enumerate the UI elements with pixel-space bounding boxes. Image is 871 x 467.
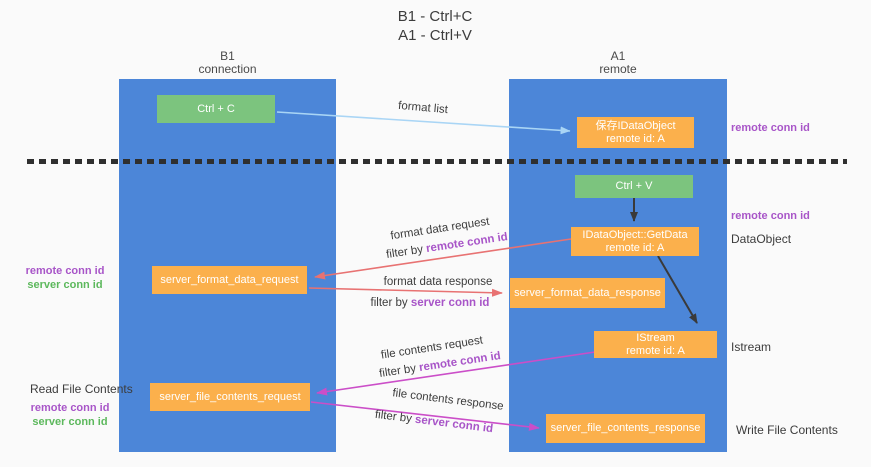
istream-side-label: Istream bbox=[731, 340, 772, 354]
lane-b1-subtitle: connection bbox=[198, 62, 257, 76]
remote-conn-id-side-label-top: remote conn id bbox=[731, 122, 810, 134]
write-file-contents-label: Write File Contents bbox=[736, 423, 838, 437]
lane-header-a1: A1 remote bbox=[509, 50, 727, 76]
save-idataobject-line1: 保存IDataObject bbox=[595, 119, 676, 132]
ctrl-c-box: Ctrl + C bbox=[157, 95, 275, 123]
filter-by-server-conn-id-label-1: filter by server conn id bbox=[371, 297, 490, 309]
server-conn-id-side-label-left: server conn id bbox=[27, 279, 103, 291]
server-file-contents-response-box: server_file_contents_response bbox=[546, 414, 705, 443]
server-conn-id-side-label-left2: server conn id bbox=[32, 416, 108, 428]
filter-by-text: filter by bbox=[378, 362, 417, 381]
server-format-data-response-label: server_format_data_response bbox=[514, 286, 661, 299]
filter-by-text: filter by bbox=[374, 408, 413, 426]
ctrl-c-label: Ctrl + C bbox=[197, 102, 235, 115]
file-contents-response-label: file contents response bbox=[391, 387, 505, 413]
istream-line2: remote id: A bbox=[626, 344, 685, 357]
diagram-title-line1: B1 - Ctrl+C bbox=[397, 8, 473, 25]
save-idataobject-box: 保存IDataObject remote id: A bbox=[577, 117, 694, 148]
read-file-contents-label: Read File Contents bbox=[30, 382, 133, 396]
left-conn-id-stack-top: remote conn id server conn id bbox=[14, 264, 116, 292]
dataobject-side-label: DataObject bbox=[731, 232, 792, 246]
ctrl-v-box: Ctrl + V bbox=[575, 175, 693, 198]
diagram-title-line2: A1 - Ctrl+V bbox=[398, 27, 472, 44]
idataobject-getdata-box: IDataObject::GetData remote id: A bbox=[571, 227, 699, 256]
filter-by-text: filter by bbox=[385, 243, 424, 262]
filter-by-text: filter by bbox=[370, 297, 408, 309]
format-data-response-arrow bbox=[308, 287, 503, 297]
idataobject-getdata-line2: remote id: A bbox=[605, 241, 665, 254]
diagram-title: B1 - Ctrl+C A1 - Ctrl+V bbox=[300, 7, 570, 45]
server-file-contents-request-box: server_file_contents_request bbox=[150, 383, 310, 411]
lane-a1-name: A1 bbox=[610, 49, 626, 63]
format-data-response-label: format data response bbox=[383, 276, 493, 288]
server-file-contents-request-label: server_file_contents_request bbox=[159, 390, 301, 403]
istream-line1: IStream bbox=[636, 331, 675, 344]
session-divider-dashed-line bbox=[27, 159, 847, 164]
filter-by-server-conn-id-label-2: filter by server conn id bbox=[374, 409, 493, 435]
server-file-contents-response-label: server_file_contents_response bbox=[550, 422, 701, 434]
server-format-data-request-box: server_format_data_request bbox=[152, 266, 307, 294]
lane-a1-subtitle: remote bbox=[599, 62, 637, 76]
ctrl-v-label: Ctrl + V bbox=[615, 180, 653, 192]
server-format-data-request-label: server_format_data_request bbox=[160, 273, 299, 286]
lane-b1-name: B1 bbox=[220, 49, 235, 63]
istream-box: IStream remote id: A bbox=[594, 331, 717, 358]
server-conn-id-text: server conn id bbox=[410, 297, 490, 309]
remote-conn-id-side-label-mid: remote conn id bbox=[731, 210, 810, 222]
server-conn-id-text: server conn id bbox=[414, 413, 494, 436]
lane-header-b1: B1 connection bbox=[119, 50, 336, 76]
idataobject-getdata-line1: IDataObject::GetData bbox=[582, 228, 688, 241]
format-list-label: format list bbox=[397, 99, 449, 117]
remote-conn-id-side-label-left2: remote conn id bbox=[30, 402, 110, 414]
save-idataobject-line2: remote id: A bbox=[606, 132, 665, 145]
left-conn-id-stack-bottom: remote conn id server conn id bbox=[19, 401, 121, 429]
remote-conn-id-side-label-left: remote conn id bbox=[25, 265, 105, 277]
server-format-data-response-box: server_format_data_response bbox=[510, 278, 665, 308]
